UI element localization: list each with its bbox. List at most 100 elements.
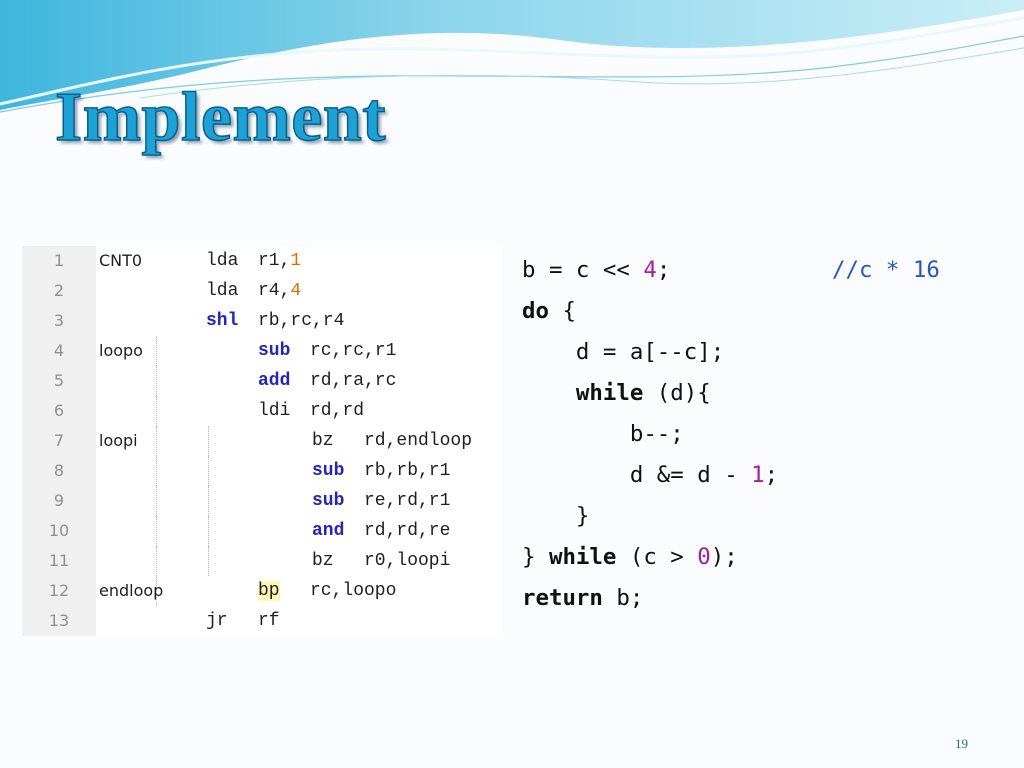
asm-operands-text: r0,loopi bbox=[364, 551, 451, 571]
asm-opcode-text: lda bbox=[206, 281, 239, 301]
c-code-listing: b = c << 4;//c * 16 do { d = a[--c]; whi… bbox=[522, 250, 982, 619]
slide-page-number: 19 bbox=[955, 736, 968, 751]
code-text: { bbox=[548, 298, 576, 324]
asm-line: 8 sub rb,rb,r1 bbox=[22, 456, 502, 486]
code-keyword: return bbox=[522, 585, 603, 611]
asm-line: 5 add rd,ra,rc bbox=[22, 366, 502, 396]
code-number: 1 bbox=[751, 462, 765, 488]
indent-guide bbox=[156, 486, 157, 516]
asm-opcode-text: and bbox=[312, 521, 345, 541]
asm-opcode: sub bbox=[258, 336, 290, 366]
line-number: 12 bbox=[22, 576, 96, 606]
code-text: b--; bbox=[522, 421, 684, 447]
code-indent bbox=[522, 380, 576, 406]
code-text: b = c << bbox=[522, 257, 644, 283]
asm-operands-text: rd,ra,rc bbox=[310, 371, 397, 391]
asm-immediate: 4 bbox=[290, 281, 302, 301]
asm-operands: r1,1 bbox=[258, 246, 301, 276]
asm-opcode-text: sub bbox=[258, 341, 291, 361]
asm-opcode: add bbox=[258, 366, 290, 396]
indent-guide bbox=[156, 336, 157, 366]
asm-line: 3 shl rb,rc,r4 bbox=[22, 306, 502, 336]
indent-guide bbox=[208, 486, 209, 516]
asm-opcode: shl bbox=[206, 306, 238, 336]
asm-operands: rf bbox=[258, 606, 280, 636]
asm-operands: r0,loopi bbox=[364, 546, 450, 576]
asm-opcode-text: bp bbox=[258, 581, 280, 601]
c-code-line: } bbox=[522, 496, 982, 537]
asm-operands-text: rd,rd,re bbox=[364, 521, 451, 541]
asm-operands: rd,endloop bbox=[364, 426, 472, 456]
asm-line: 9 sub re,rd,r1 bbox=[22, 486, 502, 516]
line-number: 9 bbox=[22, 486, 96, 516]
indent-guide bbox=[156, 426, 157, 456]
asm-operands-text: rf bbox=[258, 611, 280, 631]
code-text: } bbox=[522, 544, 549, 570]
code-text: d = a[--c]; bbox=[522, 339, 725, 365]
code-keyword: do bbox=[522, 298, 549, 324]
asm-label: CNT0 bbox=[99, 251, 143, 270]
c-code-line: while (d){ bbox=[522, 373, 982, 414]
code-text: (c > bbox=[616, 544, 698, 570]
line-number: 8 bbox=[22, 456, 96, 486]
asm-operands-text: r4, bbox=[258, 281, 291, 301]
asm-label: loopo bbox=[99, 341, 143, 360]
line-number: 3 bbox=[22, 306, 96, 336]
asm-opcode: ldi bbox=[258, 396, 290, 426]
line-number: 7 bbox=[22, 426, 96, 456]
asm-operands: rc,loopo bbox=[310, 576, 396, 606]
asm-opcode: bz bbox=[312, 546, 334, 576]
asm-opcode-text: lda bbox=[206, 251, 239, 271]
asm-operands: rd,rd,re bbox=[364, 516, 450, 546]
header-wave-decoration bbox=[0, 0, 1024, 113]
asm-opcode: lda bbox=[206, 276, 238, 306]
asm-operands: rb,rc,r4 bbox=[258, 306, 344, 336]
c-code-line: d &= d - 1; bbox=[522, 455, 982, 496]
asm-opcode: lda bbox=[206, 246, 238, 276]
code-comment: //c * 16 bbox=[832, 257, 940, 283]
asm-opcode: and bbox=[312, 516, 344, 546]
asm-opcode-text: bz bbox=[312, 551, 334, 571]
asm-opcode: sub bbox=[312, 486, 344, 516]
asm-opcode-text: ldi bbox=[258, 401, 291, 421]
asm-label: endloop bbox=[99, 581, 164, 600]
c-code-line: } while (c > 0); bbox=[522, 537, 982, 578]
code-text: (d){ bbox=[643, 380, 711, 406]
asm-operands-text: re,rd,r1 bbox=[364, 491, 451, 511]
code-keyword: while bbox=[548, 544, 617, 570]
line-number: 5 bbox=[22, 366, 96, 396]
asm-opcode: bz bbox=[312, 426, 334, 456]
asm-operands: re,rd,r1 bbox=[364, 486, 450, 516]
asm-operands-text: rc,loopo bbox=[310, 581, 397, 601]
asm-operands-text: rc,rc,r1 bbox=[310, 341, 397, 361]
asm-opcode-text: shl bbox=[206, 311, 239, 331]
code-number: 4 bbox=[643, 257, 657, 283]
asm-opcode-text: add bbox=[258, 371, 291, 391]
line-number: 2 bbox=[22, 276, 96, 306]
code-text: } bbox=[522, 503, 590, 529]
indent-guide bbox=[156, 396, 157, 426]
indent-guide bbox=[156, 456, 157, 486]
asm-opcode: sub bbox=[312, 456, 344, 486]
c-code-line: d = a[--c]; bbox=[522, 332, 982, 373]
asm-operands: rb,rb,r1 bbox=[364, 456, 450, 486]
indent-guide bbox=[208, 546, 209, 576]
code-keyword: while bbox=[575, 380, 644, 406]
asm-opcode: jr bbox=[206, 606, 228, 636]
indent-guide bbox=[208, 456, 209, 486]
indent-guide bbox=[156, 516, 157, 546]
asm-operands-text: rb,rb,r1 bbox=[364, 461, 451, 481]
indent-guide bbox=[156, 366, 157, 396]
indent-guide bbox=[208, 426, 209, 456]
asm-opcode-text: sub bbox=[312, 461, 345, 481]
c-code-line: b = c << 4;//c * 16 bbox=[522, 250, 982, 291]
asm-operands: rd,rd bbox=[310, 396, 364, 426]
asm-operands: r4,4 bbox=[258, 276, 301, 306]
